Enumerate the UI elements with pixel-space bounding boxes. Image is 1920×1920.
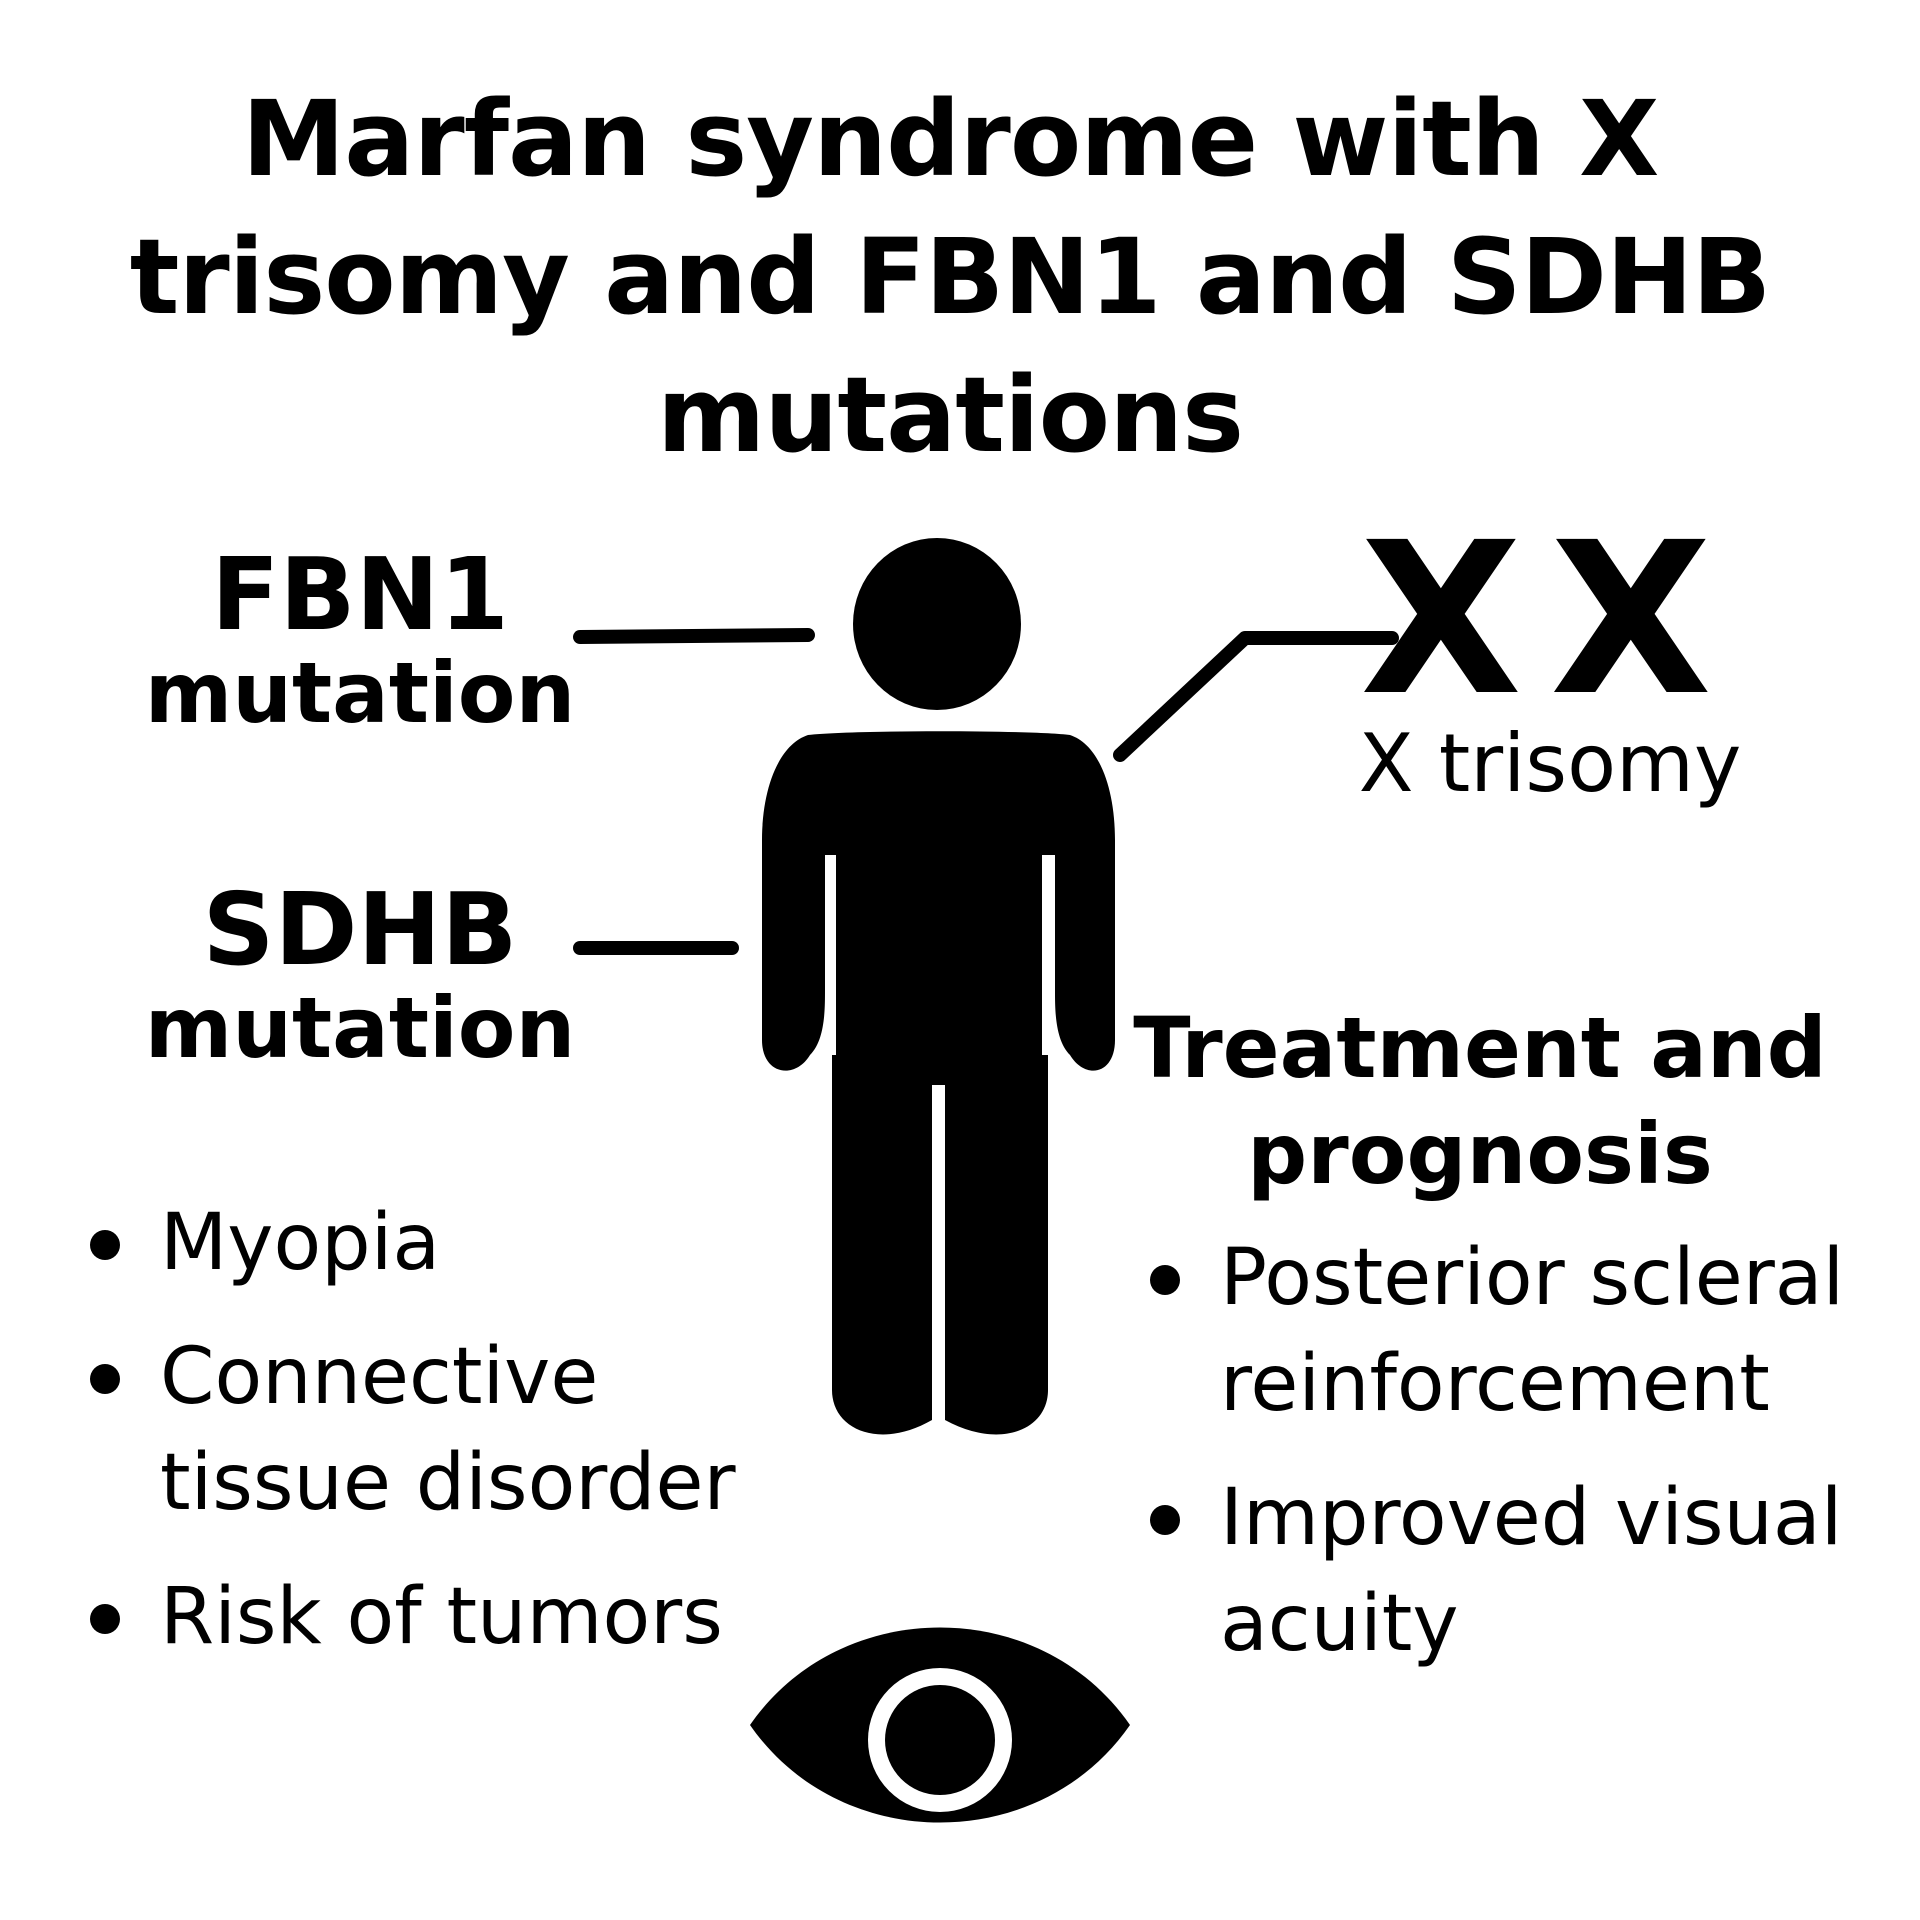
fbn1-label-sub: mutation — [144, 644, 576, 742]
bullet-icon — [1150, 1505, 1180, 1535]
title-line-1: Marfan syndrome with X — [241, 78, 1660, 200]
x-trisomy-text: X trisomy — [1358, 717, 1742, 810]
list-item: Risk of tumors — [80, 1564, 840, 1670]
symptom-text: Myopia — [160, 1198, 441, 1288]
treatment-text: Improved visual acuity — [1220, 1473, 1843, 1669]
sdhb-label-head: SDHB — [202, 871, 518, 988]
symptom-list: Myopia Connective tissue disorder Risk o… — [80, 1190, 840, 1698]
bullet-icon — [90, 1230, 120, 1260]
fbn1-mutation-label: FBN1 mutation — [130, 536, 590, 742]
symptom-text: Risk of tumors — [160, 1572, 723, 1662]
list-item: Improved visual acuity — [1140, 1465, 1900, 1677]
treatment-text: Posterior scleral reinforcement — [1220, 1233, 1845, 1429]
page-title: Marfan syndrome with X trisomy and FBN1 … — [60, 70, 1840, 484]
title-line-2: trisomy and FBN1 and SDHB — [129, 216, 1772, 338]
xx-connector-line — [1113, 631, 1399, 762]
list-item: Myopia — [80, 1190, 840, 1296]
bullet-icon — [90, 1364, 120, 1394]
sdhb-label-sub: mutation — [144, 979, 576, 1077]
fbn1-connector-line — [573, 628, 815, 644]
x-trisomy-label: XX X trisomy — [1290, 497, 1810, 812]
symptom-text: Connective tissue disorder — [160, 1332, 736, 1528]
sdhb-mutation-label: SDHB mutation — [130, 871, 590, 1077]
list-item: Posterior scleral reinforcement — [1140, 1225, 1900, 1437]
eye-icon — [750, 1627, 1130, 1823]
title-line-3: mutations — [656, 354, 1244, 476]
person-icon — [762, 538, 1115, 1435]
bullet-icon — [1150, 1265, 1180, 1295]
list-item: Connective tissue disorder — [80, 1324, 840, 1536]
xx-chromosome-glyph: XX — [1360, 497, 1740, 742]
treatment-list: Posterior scleral reinforcement Improved… — [1140, 1225, 1900, 1705]
treatment-heading: Treatment and prognosis — [1133, 999, 1827, 1203]
bullet-icon — [90, 1604, 120, 1634]
fbn1-label-head: FBN1 — [211, 536, 509, 653]
